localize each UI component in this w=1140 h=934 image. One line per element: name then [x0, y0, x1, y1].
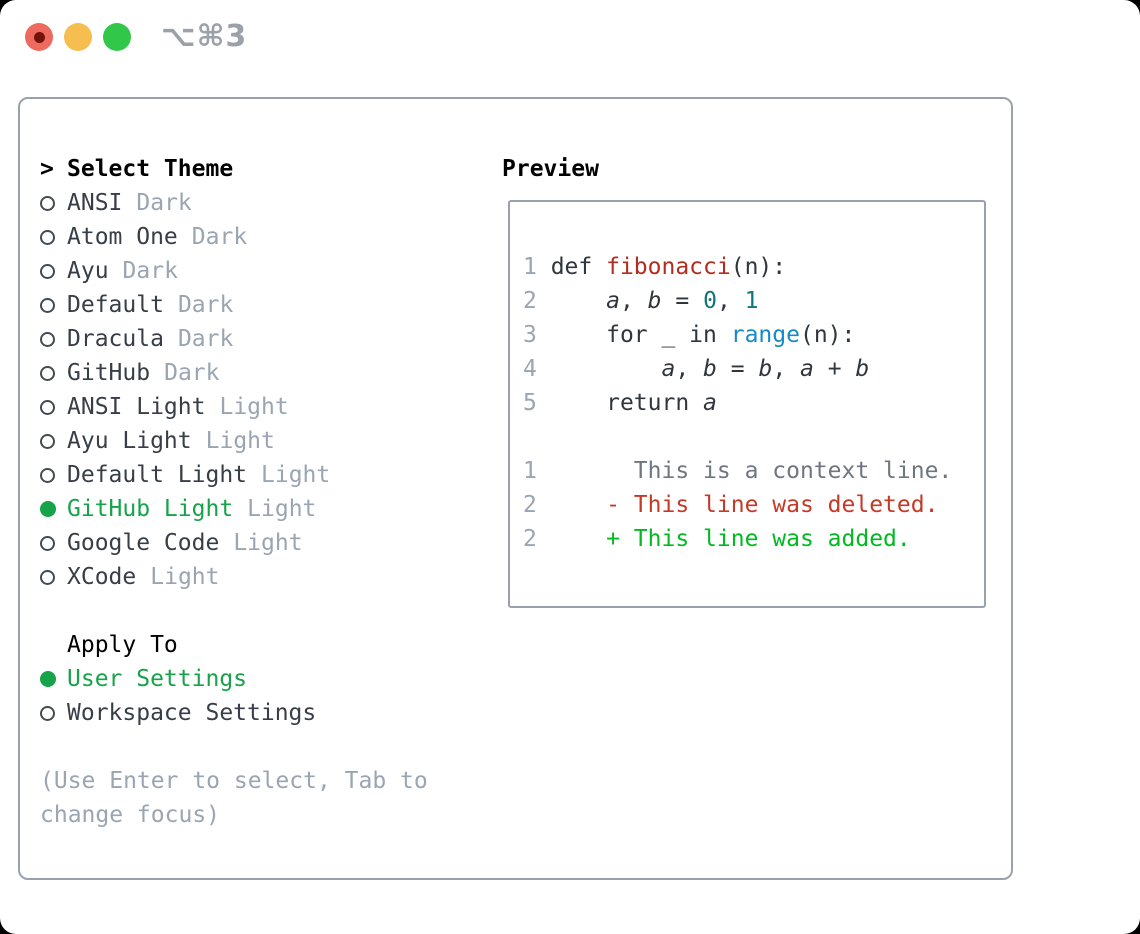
- radio-icon: [40, 433, 55, 449]
- hint-line-1: (Use Enter to select, Tab to: [40, 768, 428, 794]
- preview-lines: 1 def fibonacci(n): 2 a, b = 0, 1 3 for _ …: [523, 250, 984, 556]
- theme-variant-tag: Dark: [164, 360, 220, 386]
- close-button[interactable]: [25, 23, 53, 51]
- theme-name: GitHub Light: [67, 496, 234, 522]
- blank-line: [523, 420, 984, 454]
- theme-variant-tag: Light: [247, 496, 317, 522]
- apply-to-option[interactable]: Workspace Settings: [40, 696, 428, 730]
- theme-name: ANSI: [67, 190, 123, 216]
- theme-option[interactable]: ANSI Light Light: [40, 390, 428, 424]
- spacer: [40, 594, 428, 628]
- radio-selected-icon: [40, 501, 56, 517]
- minimize-button[interactable]: [64, 23, 92, 51]
- select-theme-header: > Select Theme: [40, 152, 428, 186]
- radio-cell: [40, 229, 67, 245]
- theme-variant-tag: Dark: [177, 292, 234, 318]
- theme-variant-tag: Light: [233, 530, 303, 556]
- radio-icon: [40, 535, 55, 551]
- radio-icon: [40, 297, 55, 313]
- theme-name: XCode: [67, 564, 137, 590]
- radio-icon: [40, 569, 55, 585]
- apply-to-option[interactable]: User Settings: [40, 662, 428, 696]
- radio-cell: [40, 569, 67, 585]
- radio-icon: [40, 331, 55, 347]
- radio-cell: [40, 399, 67, 415]
- theme-option[interactable]: GitHub Light Light: [40, 492, 428, 526]
- radio-icon: [40, 365, 55, 381]
- diff-context-line: 1 This is a context line.: [523, 458, 953, 484]
- radio-cell: [40, 263, 67, 279]
- code-line: 5 return a: [523, 390, 717, 416]
- theme-variant-tag: Light: [219, 394, 289, 420]
- theme-name: Ayu Light: [67, 428, 192, 454]
- apply-to-title: Apply To: [67, 632, 178, 658]
- radio-cell: [40, 433, 67, 449]
- titlebar: ⌥⌘3: [25, 19, 248, 54]
- radio-cell: [40, 297, 67, 313]
- spacer: [40, 730, 428, 764]
- theme-name: Default: [67, 292, 164, 318]
- theme-option[interactable]: Default Light Light: [40, 458, 428, 492]
- theme-name: Google Code: [67, 530, 220, 556]
- diff-added-line: 2 + This line was added.: [523, 526, 911, 552]
- select-theme-title: Select Theme: [67, 156, 234, 182]
- apply-to-header: Apply To: [40, 628, 428, 662]
- window-shortcut-label: ⌥⌘3: [161, 19, 248, 54]
- radio-icon: [40, 263, 55, 279]
- radio-icon: [40, 195, 55, 211]
- theme-option[interactable]: Google Code Light: [40, 526, 428, 560]
- radio-cell: [40, 705, 67, 721]
- theme-name: ANSI Light: [67, 394, 206, 420]
- code-line: 3 for _ in range(n):: [523, 322, 856, 348]
- radio-icon: [40, 467, 55, 483]
- code-line: 2 a, b = 0, 1: [523, 288, 759, 314]
- radio-icon: [40, 229, 55, 245]
- preview-box: 1 def fibonacci(n): 2 a, b = 0, 1 3 for _ …: [508, 200, 986, 608]
- theme-name: GitHub: [67, 360, 151, 386]
- theme-name: Ayu: [67, 258, 109, 284]
- theme-option[interactable]: Default Dark: [40, 288, 428, 322]
- close-dot-icon: [33, 31, 45, 43]
- radio-cell: [40, 535, 67, 551]
- radio-cell: [40, 467, 67, 483]
- theme-variant-tag: Dark: [122, 258, 178, 284]
- theme-option[interactable]: Ayu Dark: [40, 254, 428, 288]
- theme-variant-tag: Light: [261, 462, 331, 488]
- radio-icon: [40, 705, 55, 721]
- theme-variant-tag: Light: [205, 428, 275, 454]
- radio-cell: [40, 195, 67, 211]
- radio-cell: [40, 331, 67, 347]
- hint-line-2: change focus): [40, 802, 221, 828]
- theme-variant-tag: Light: [150, 564, 220, 590]
- radio-selected-icon: [40, 671, 56, 687]
- apply-to-label: User Settings: [67, 666, 248, 692]
- theme-variant-tag: Dark: [177, 326, 234, 352]
- theme-option[interactable]: Atom One Dark: [40, 220, 428, 254]
- preview-title: Preview: [502, 156, 599, 182]
- prompt-caret-icon: >: [40, 156, 54, 182]
- theme-option[interactable]: XCode Light: [40, 560, 428, 594]
- theme-name: Dracula: [67, 326, 164, 352]
- radio-icon: [40, 399, 55, 415]
- theme-option[interactable]: Ayu Light Light: [40, 424, 428, 458]
- maximize-button[interactable]: [103, 23, 131, 51]
- theme-variant-tag: Dark: [136, 190, 192, 216]
- diff-deleted-line: 2 - This line was deleted.: [523, 492, 939, 518]
- theme-option[interactable]: ANSI Dark: [40, 186, 428, 220]
- code-line: 4 a, b = b, a + b: [523, 356, 870, 382]
- radio-cell: [40, 501, 67, 517]
- apply-to-label: Workspace Settings: [67, 700, 317, 726]
- theme-option[interactable]: Dracula Dark: [40, 322, 428, 356]
- code-line: 1 def fibonacci(n):: [523, 254, 787, 280]
- theme-option[interactable]: GitHub Dark: [40, 356, 428, 390]
- radio-cell: [40, 365, 67, 381]
- theme-variant-tag: Dark: [191, 224, 248, 250]
- theme-name: Default Light: [67, 462, 248, 488]
- theme-name: Atom One: [67, 224, 178, 250]
- radio-cell: [40, 671, 67, 687]
